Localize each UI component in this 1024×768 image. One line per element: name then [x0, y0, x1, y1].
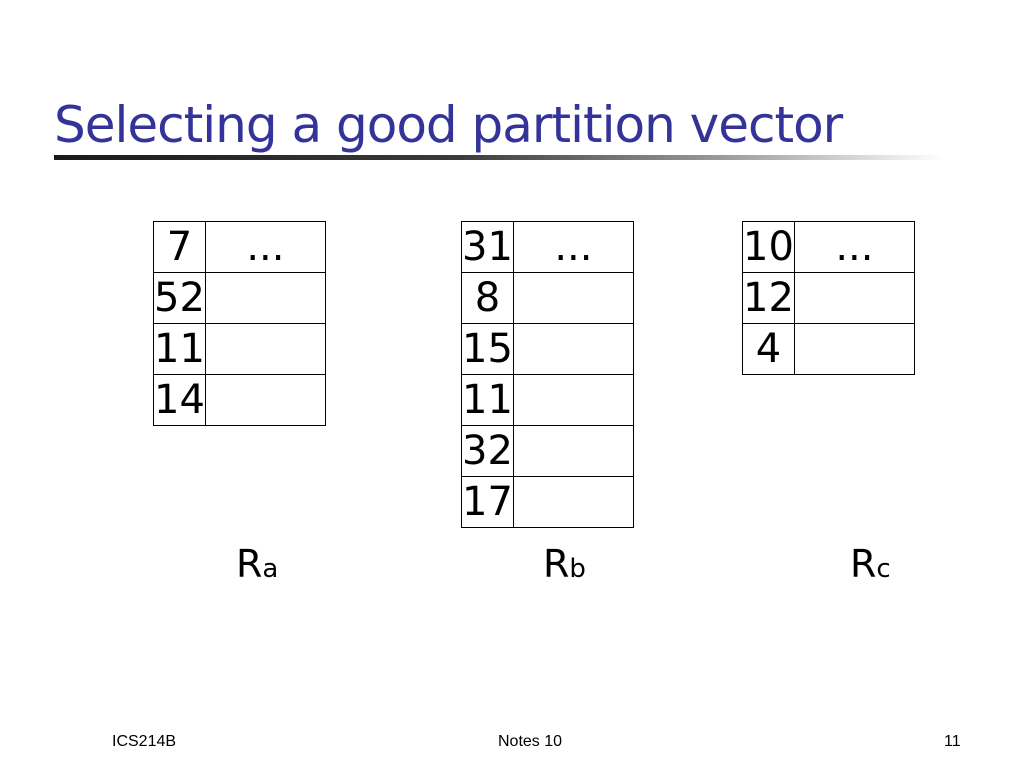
rest-cell — [204, 323, 326, 375]
rest-cell — [512, 374, 634, 426]
rest-cell — [512, 476, 634, 528]
key-cell: 31 — [461, 221, 514, 273]
table-row: 4 — [742, 323, 915, 375]
rest-cell — [512, 272, 634, 324]
rest-cell — [793, 272, 915, 324]
table-row: 11 — [153, 323, 326, 375]
table-row: 17 — [461, 476, 634, 528]
key-cell: 4 — [742, 323, 795, 375]
key-cell: 11 — [461, 374, 514, 426]
footer-notes: Notes 10 — [498, 733, 563, 750]
key-cell: 32 — [461, 425, 514, 477]
table-row: 12 — [742, 272, 915, 324]
rest-cell — [512, 323, 634, 375]
relation-name: R — [236, 542, 263, 586]
title-underline — [54, 155, 944, 160]
relation-subscript: a — [262, 554, 279, 584]
rest-cell: ... — [793, 221, 915, 273]
table-row: 32 — [461, 425, 634, 477]
rest-cell — [204, 272, 326, 324]
table-row: 15 — [461, 323, 634, 375]
table-row: 10... — [742, 221, 915, 273]
relation-label-c: Rc — [850, 542, 891, 586]
slide-title: Selecting a good partition vector — [54, 96, 843, 154]
relation-name: R — [543, 542, 570, 586]
footer-page-number: 11 — [944, 733, 961, 750]
table-row: 8 — [461, 272, 634, 324]
key-cell: 14 — [153, 374, 206, 426]
rest-cell: ... — [204, 221, 326, 273]
table-row: 11 — [461, 374, 634, 426]
key-cell: 11 — [153, 323, 206, 375]
relation-subscript: b — [569, 554, 586, 584]
key-cell: 52 — [153, 272, 206, 324]
key-cell: 8 — [461, 272, 514, 324]
relation-label-a: Ra — [236, 542, 278, 586]
rest-cell — [512, 425, 634, 477]
table-row: 31... — [461, 221, 634, 273]
rest-cell: ... — [512, 221, 634, 273]
relation-label-b: Rb — [543, 542, 586, 586]
key-cell: 17 — [461, 476, 514, 528]
rest-cell — [793, 323, 915, 375]
relation-subscript: c — [876, 554, 891, 584]
key-cell: 12 — [742, 272, 795, 324]
table-row: 7... — [153, 221, 326, 273]
key-cell: 10 — [742, 221, 795, 273]
relation-name: R — [850, 542, 877, 586]
key-cell: 15 — [461, 323, 514, 375]
table-row: 14 — [153, 374, 326, 426]
key-cell: 7 — [153, 221, 206, 273]
rest-cell — [204, 374, 326, 426]
footer-course: ICS214B — [112, 733, 177, 750]
table-row: 52 — [153, 272, 326, 324]
